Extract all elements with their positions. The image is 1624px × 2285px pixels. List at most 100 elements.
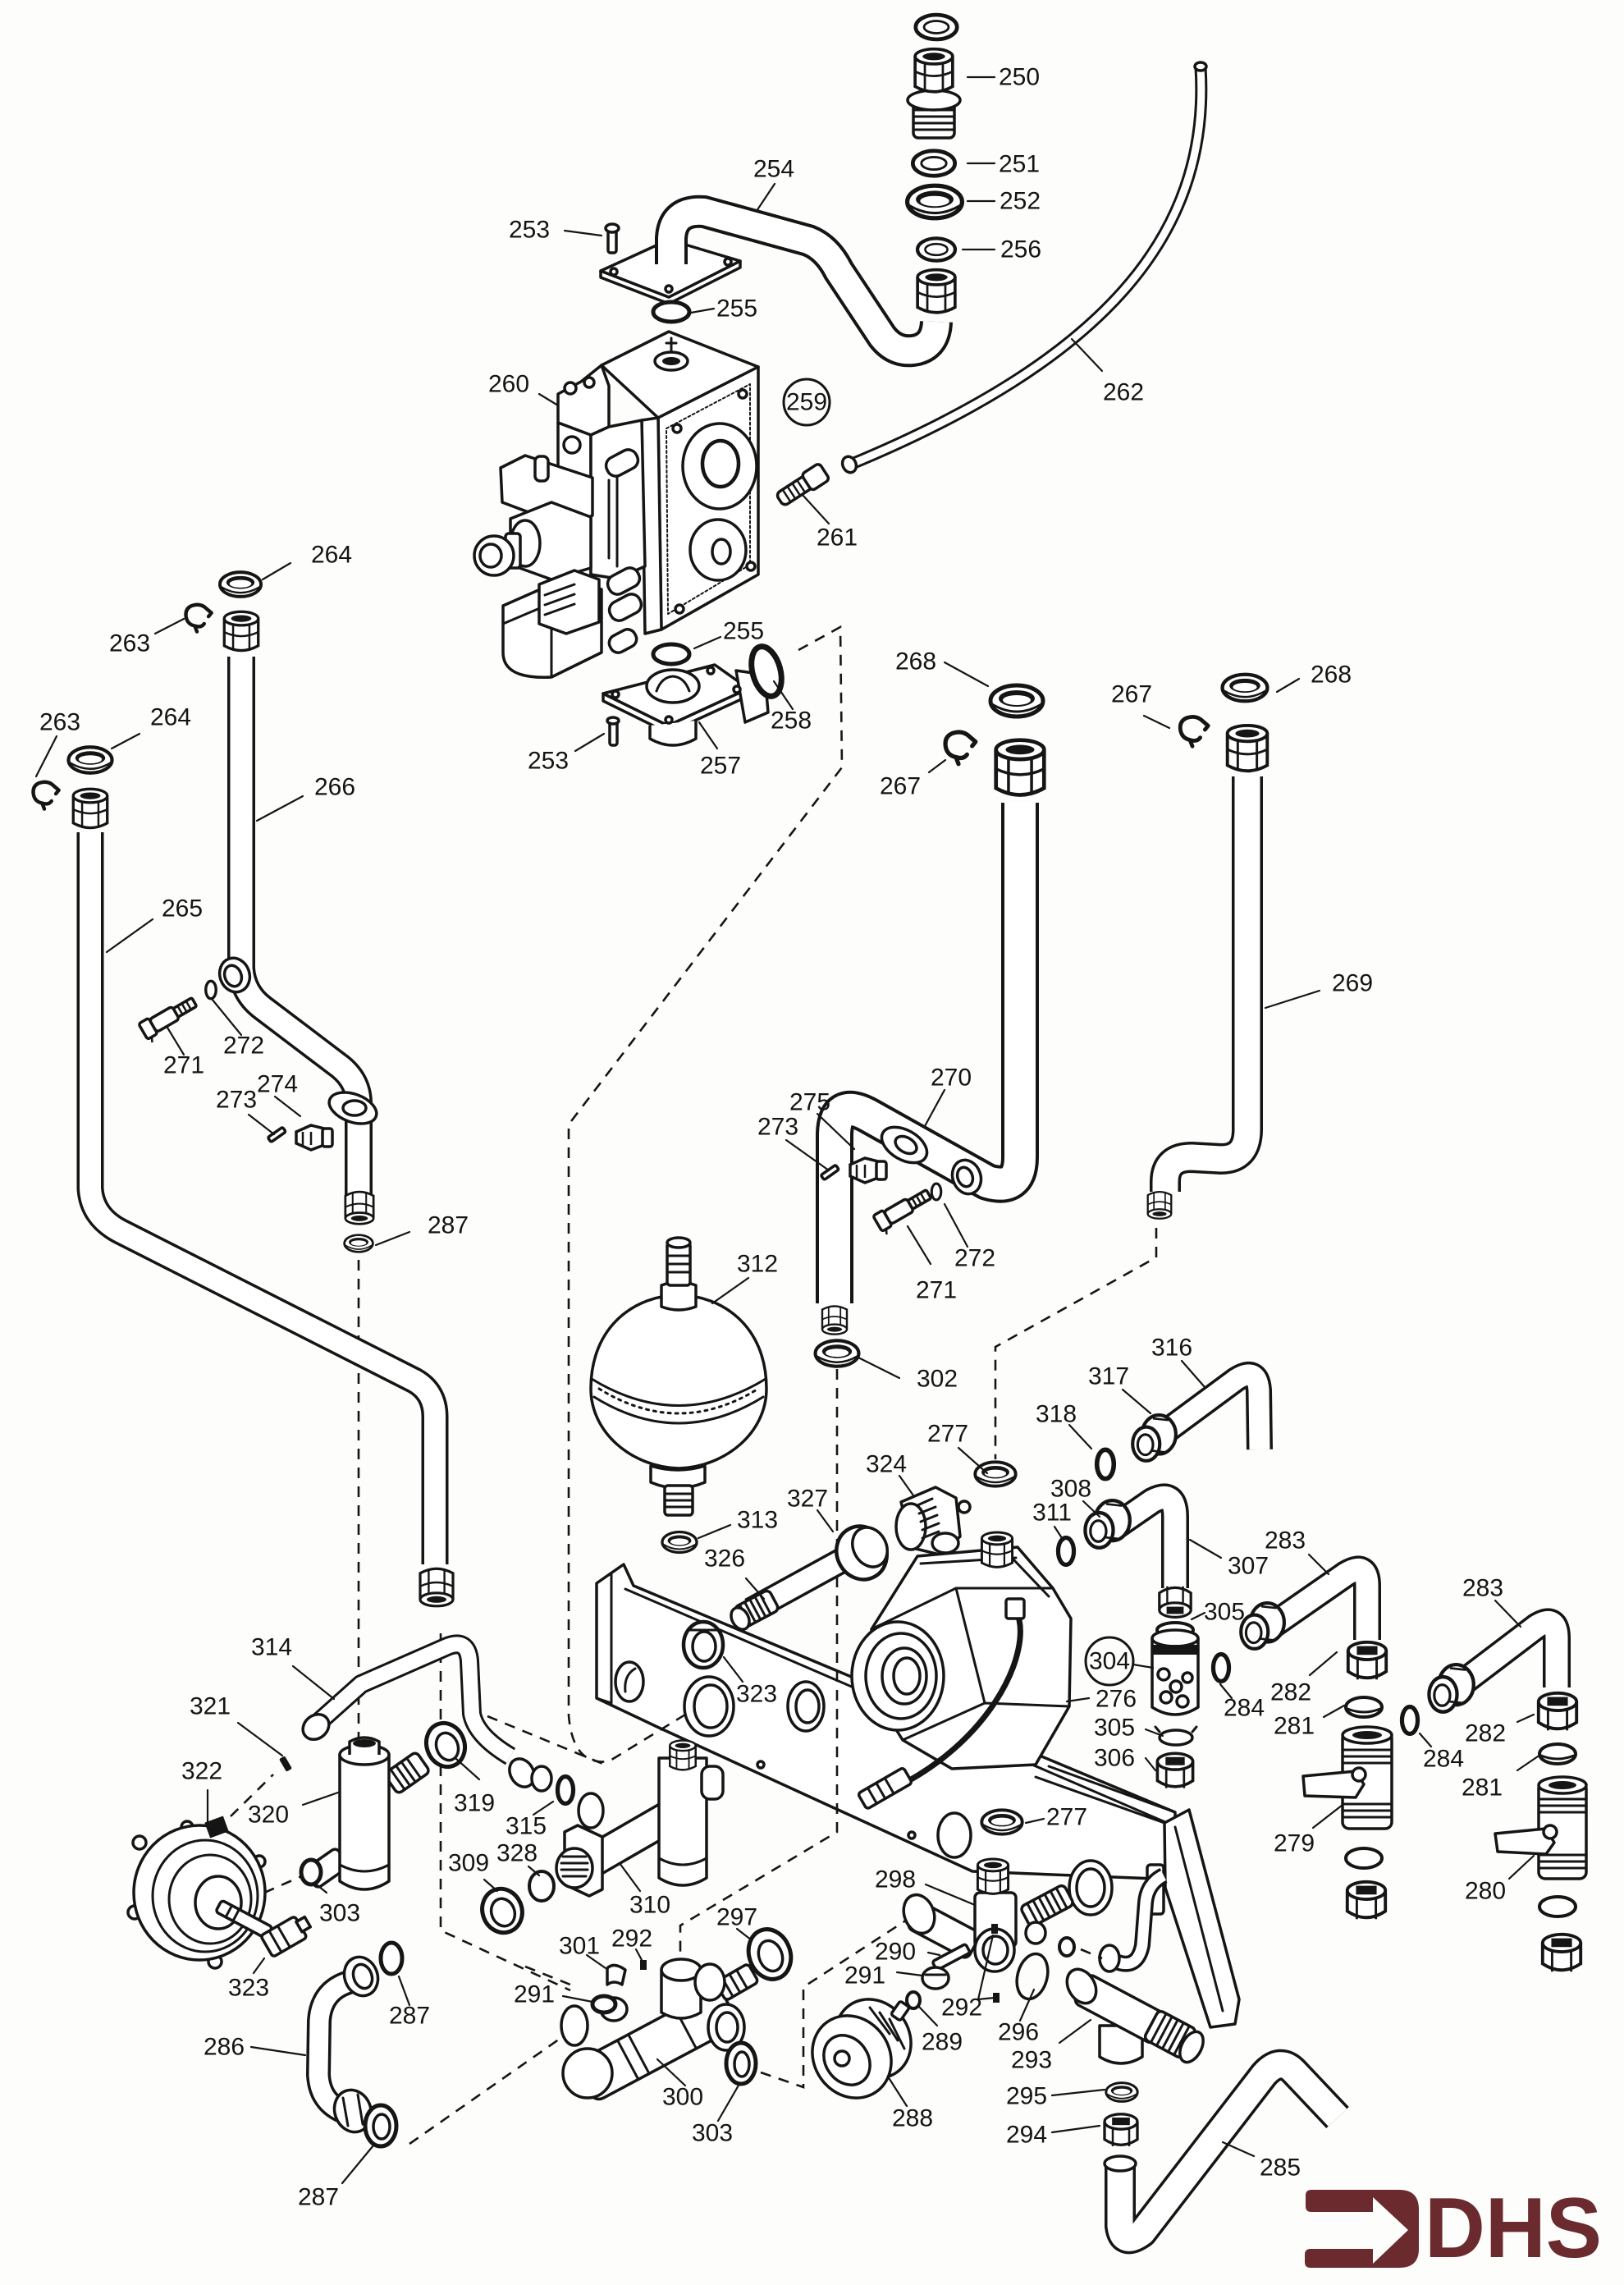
o-ring-315 xyxy=(557,1777,573,1804)
washer-289 xyxy=(905,1990,922,2010)
callout-257: 257 xyxy=(700,753,741,780)
washer-303-left xyxy=(299,1857,323,1887)
callout-255: 255 xyxy=(723,618,764,645)
o-ring-318 xyxy=(1097,1449,1114,1478)
pipe-314 xyxy=(301,1644,553,1793)
leader-line xyxy=(1132,1663,1155,1669)
leader-line xyxy=(744,1577,766,1600)
callout-302: 302 xyxy=(917,1366,958,1393)
leader-line xyxy=(397,1975,411,2007)
callout-328: 328 xyxy=(496,1840,538,1867)
callout-290: 290 xyxy=(875,1939,916,1966)
threaded-end-326 xyxy=(730,1589,780,1631)
callout-323: 323 xyxy=(228,1975,269,2002)
screw-321 xyxy=(279,1756,292,1772)
callout-301: 301 xyxy=(559,1933,600,1960)
leader-line xyxy=(291,1665,336,1701)
leader-line xyxy=(1144,1728,1164,1738)
leader-line xyxy=(561,1994,594,2003)
leader-line xyxy=(374,1230,411,1247)
callout-268: 268 xyxy=(1311,662,1352,689)
callout-272: 272 xyxy=(954,1245,995,1272)
callout-288: 288 xyxy=(892,2105,933,2132)
leader-line xyxy=(563,229,603,237)
callout-303: 303 xyxy=(692,2120,733,2147)
screw-290 xyxy=(931,1943,971,1971)
leader-line xyxy=(926,1951,941,1957)
callout-269: 269 xyxy=(1332,970,1373,997)
o-ring-296 xyxy=(1015,1952,1050,2001)
leader-line xyxy=(977,1934,996,2001)
pump-276 xyxy=(850,1531,1073,1810)
callout-255: 255 xyxy=(716,295,757,323)
callout-304: 304 xyxy=(1089,1648,1130,1675)
callout-259: 259 xyxy=(786,389,827,416)
callout-315: 315 xyxy=(505,1813,547,1840)
callout-253: 253 xyxy=(528,748,569,775)
nut-282-left xyxy=(1348,1642,1386,1679)
leader-line xyxy=(895,1971,924,1977)
nut-323-manifold xyxy=(681,1619,725,1670)
washer-302 xyxy=(816,1340,859,1366)
callout-267: 267 xyxy=(1111,681,1152,708)
callout-267: 267 xyxy=(880,773,921,800)
callout-300: 300 xyxy=(662,2084,703,2111)
nut-ring-252 xyxy=(908,185,963,218)
leader-line xyxy=(247,1113,276,1136)
washer-313 xyxy=(661,1530,698,1555)
callout-287: 287 xyxy=(389,2003,430,2030)
callout-273: 273 xyxy=(757,1114,798,1141)
callout-283: 283 xyxy=(1462,1575,1503,1602)
washer-291-left xyxy=(590,1994,618,2015)
callout-323: 323 xyxy=(736,1681,777,1708)
callout-314: 314 xyxy=(251,1634,292,1661)
side-bracket xyxy=(1034,1765,1241,2029)
callout-250: 250 xyxy=(999,64,1040,91)
leader-line xyxy=(755,182,776,213)
washer-287-bottom xyxy=(363,2103,399,2149)
callout-286: 286 xyxy=(204,2034,245,2061)
actuator-322 xyxy=(126,1816,273,1970)
small-washer xyxy=(1058,1936,1076,1958)
leader-line xyxy=(585,1953,607,1970)
leader-line xyxy=(532,1800,555,1816)
leader-line xyxy=(301,1791,340,1806)
pipe-270 xyxy=(822,740,1044,1335)
callout-264: 264 xyxy=(311,542,352,569)
leader-line xyxy=(166,1026,185,1056)
callout-261: 261 xyxy=(817,524,858,552)
leader-line xyxy=(1221,2141,1256,2158)
o-ring-272-right xyxy=(930,1182,943,1202)
gas-cock-fitting-250 xyxy=(906,49,962,140)
callout-305: 305 xyxy=(1094,1715,1135,1742)
leader-line xyxy=(455,1757,481,1781)
leader-line xyxy=(1070,337,1104,373)
leader-line xyxy=(110,732,141,750)
callout-265: 265 xyxy=(162,895,203,923)
leader-line xyxy=(153,617,185,635)
leader-line xyxy=(210,997,243,1037)
screw-253-top xyxy=(604,222,620,254)
callout-307: 307 xyxy=(1228,1553,1269,1580)
leader-line xyxy=(1142,714,1171,730)
callout-295: 295 xyxy=(1006,2083,1047,2110)
leader-line xyxy=(1082,1500,1101,1518)
washer-277-lower xyxy=(981,1810,1022,1834)
callout-289: 289 xyxy=(922,2029,963,2056)
leader-line xyxy=(1307,1553,1330,1576)
gas-valve-260 xyxy=(473,330,760,679)
leader-line xyxy=(1121,1388,1152,1415)
leader-line xyxy=(1058,2018,1092,2045)
callout-310: 310 xyxy=(629,1892,670,1919)
leader-line xyxy=(1516,1755,1539,1772)
callout-279: 279 xyxy=(1274,1830,1315,1857)
pipe-327 xyxy=(751,1524,889,1610)
leader-line xyxy=(261,561,292,581)
screw-273-left xyxy=(267,1126,287,1143)
leader-line xyxy=(772,680,794,711)
callout-321: 321 xyxy=(190,1693,231,1720)
olive-281-left xyxy=(1344,1696,1384,1719)
callout-298: 298 xyxy=(875,1866,916,1893)
leader-line xyxy=(1264,989,1321,1010)
sensing-tube-262 xyxy=(840,61,1208,474)
